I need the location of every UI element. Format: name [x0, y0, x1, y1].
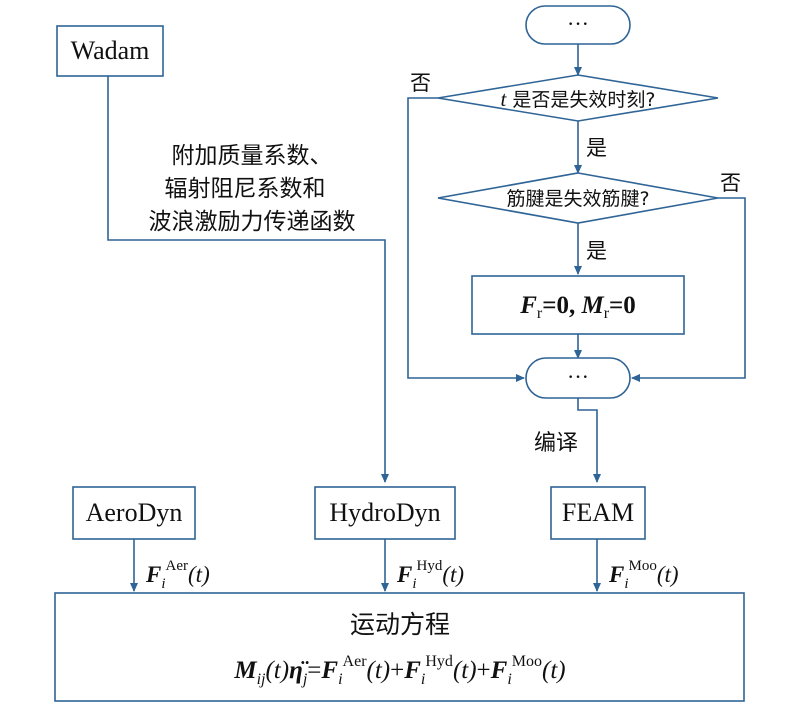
action-f-subscript: r: [537, 305, 543, 322]
eq-moo-index: i: [507, 671, 511, 688]
hyd-force-symbol: F: [396, 562, 412, 587]
decision2-no-label: 否: [720, 171, 741, 195]
hyd-force-index: i: [412, 576, 416, 592]
aer-force-superscript: Aer: [166, 558, 189, 574]
decision2-label: 筋腱是失效筋腱?: [506, 188, 649, 210]
action-m-symbol: M: [580, 292, 604, 319]
motion-equation-formula: Mij(t)η̈j=FiAer(t)+FiHyd(t)+FiMoo(t): [233, 653, 565, 688]
merge-to-feam-line: [577, 398, 601, 483]
eq-moo-superscript: Moo: [512, 653, 542, 670]
motion-equation-title: 运动方程: [350, 610, 450, 639]
motion-equation-box: [54, 592, 745, 702]
wadam-output-line-2: 辐射阻尼系数和: [165, 176, 326, 202]
action-formula: Fr=0, Mr=0: [519, 292, 636, 322]
decision1-label: t 是否是失效时刻?: [501, 87, 656, 111]
eq-aer-symbol: F: [320, 657, 338, 684]
compile-label: 编译: [534, 431, 578, 456]
action-f-symbol: F: [519, 292, 537, 319]
hyd-force-superscript: Hyd: [417, 558, 443, 574]
wadam-to-hydrodyn-line: [107, 76, 389, 483]
eq-eta-index: j: [301, 671, 308, 688]
hyd-force-label: FiHyd(t): [396, 558, 464, 592]
decision2-no-line: [631, 197, 746, 382]
eq-hyd-arg: (t): [453, 657, 477, 684]
eq-moo-arg: (t): [542, 657, 566, 684]
aer-force-label: FiAer(t): [145, 558, 210, 592]
aer-force-index: i: [161, 576, 165, 592]
eq-hyd-superscript: Hyd: [425, 653, 453, 670]
decision1-variable: t: [501, 87, 508, 111]
eq-aer-arg: (t): [367, 657, 391, 684]
eq-aer-index: i: [338, 671, 342, 688]
eq-plus-1: +: [390, 657, 404, 684]
merge-label: ···: [567, 364, 589, 389]
feam-label: FEAM: [562, 498, 634, 527]
eq-mass-index: ij: [257, 671, 266, 688]
moo-force-label: FiMoo(t): [608, 558, 679, 592]
start-label: ···: [567, 11, 589, 36]
decision1-yes-label: 是: [586, 136, 607, 160]
eq-plus-2: +: [477, 657, 491, 684]
action-f-zero: =0,: [542, 292, 581, 319]
feam-box: [550, 486, 646, 540]
moo-force-superscript: Moo: [629, 558, 657, 574]
hydrodyn-label: HydroDyn: [329, 498, 440, 527]
moo-force-arg: (t): [657, 562, 679, 587]
eq-aer-superscript: Aer: [343, 653, 368, 670]
decision2-yes-label: 是: [586, 239, 607, 263]
wadam-label: Wadam: [71, 36, 150, 65]
wadam-output-line-1: 附加质量系数、: [172, 143, 333, 169]
eq-mass-arg: (t): [265, 657, 289, 684]
eq-moo-symbol: F: [490, 657, 508, 684]
moo-force-index: i: [624, 576, 628, 592]
hyd-force-arg: (t): [442, 562, 464, 587]
moo-force-symbol: F: [608, 562, 624, 587]
wadam-box: [56, 25, 164, 77]
decision1-text: 是否是失效时刻?: [506, 89, 655, 111]
aer-force-symbol: F: [145, 562, 161, 587]
aerodyn-label: AeroDyn: [86, 498, 183, 527]
eq-mass-symbol: M: [233, 657, 257, 684]
eq-hyd-symbol: F: [403, 657, 421, 684]
decision1-no-line: [407, 97, 525, 382]
aer-force-arg: (t): [188, 562, 210, 587]
action-m-zero: =0: [609, 292, 636, 319]
decision1-no-label: 否: [410, 71, 431, 95]
eq-equals: =: [307, 657, 321, 684]
eq-hyd-index: i: [421, 671, 425, 688]
action-m-subscript: r: [604, 305, 610, 322]
wadam-output-line-3: 波浪激励力传递函数: [149, 209, 356, 235]
